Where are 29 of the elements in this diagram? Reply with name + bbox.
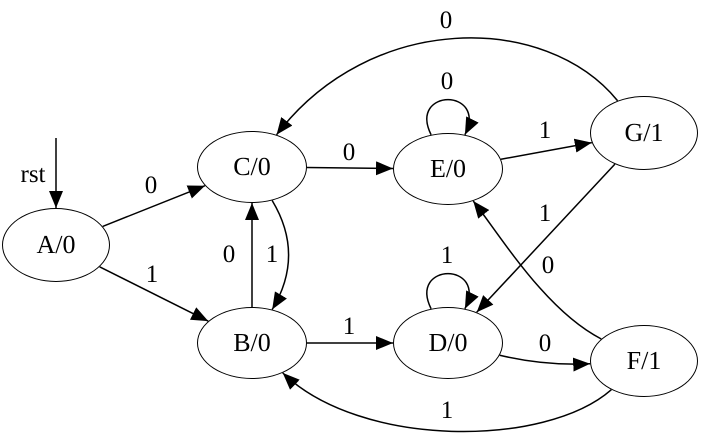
arrow <box>272 200 290 310</box>
state-ellipse <box>197 131 307 203</box>
arrow <box>49 138 63 208</box>
arrow <box>306 161 394 176</box>
state-label: C/0 <box>233 153 271 181</box>
arrow <box>476 164 616 313</box>
arrow <box>276 38 618 136</box>
state-label: D/0 <box>428 329 468 357</box>
state-label: A/0 <box>36 231 76 259</box>
state-label: G/1 <box>624 119 664 147</box>
state-label: F/1 <box>626 347 662 375</box>
state-ellipse <box>590 325 698 397</box>
arrow <box>99 266 209 322</box>
arrow <box>102 185 206 228</box>
arrow <box>307 336 393 350</box>
state-label: E/0 <box>430 155 466 183</box>
arrow <box>282 372 612 432</box>
state-ellipse <box>393 307 503 379</box>
loop-arrow <box>426 273 478 309</box>
state-ellipse <box>393 133 503 205</box>
arrow <box>472 200 602 340</box>
arrow <box>500 354 590 372</box>
state-ellipse <box>590 96 698 170</box>
loop-arrow <box>426 99 478 135</box>
arrow <box>500 138 592 160</box>
arrow <box>245 203 259 307</box>
state-ellipse <box>2 208 110 282</box>
state-ellipse <box>197 307 307 379</box>
state-label: B/0 <box>233 329 271 357</box>
